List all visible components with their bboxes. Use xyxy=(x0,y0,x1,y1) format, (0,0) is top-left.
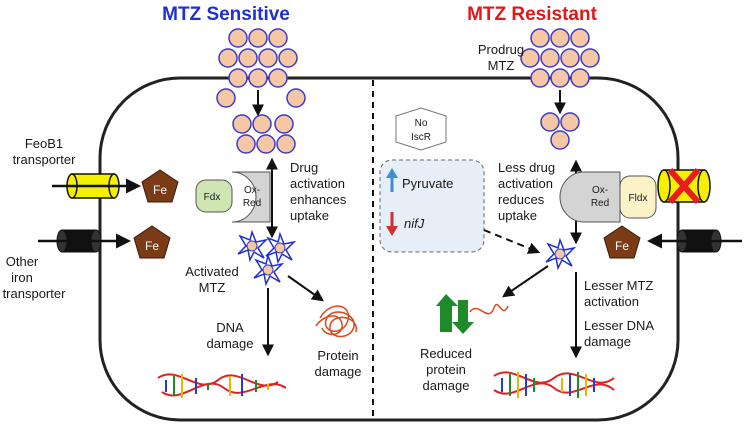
svg-text:Fdx: Fdx xyxy=(204,192,221,203)
prodrug-label-2: MTZ xyxy=(488,58,515,73)
activated-mtz-cluster xyxy=(237,229,297,287)
damaged-protein-left xyxy=(315,305,357,338)
protein-damage-2: damage xyxy=(315,364,362,379)
activated-mtz-2: MTZ xyxy=(199,280,226,295)
pyruvate-label: Pyruvate xyxy=(402,176,453,191)
lesser-dna-1: Lesser DNA xyxy=(584,318,654,333)
mtz-cluster-right xyxy=(520,28,600,150)
prodrug-label-1: Prodrug xyxy=(478,42,524,57)
protein-arrow-left xyxy=(287,275,324,302)
less-drug-2: activation xyxy=(498,176,553,191)
mtz-cluster-left xyxy=(216,28,306,154)
reduced-protein-2: protein xyxy=(426,362,466,377)
less-drug-4: uptake xyxy=(498,208,537,223)
oxred-left: Ox- Red xyxy=(231,171,271,223)
other-iron-label-3: transporter xyxy=(3,286,67,301)
oxred-right: Ox- Red xyxy=(559,171,621,223)
protein-arrow-right xyxy=(502,265,549,298)
svg-text:Fe: Fe xyxy=(153,183,167,197)
svg-text:No: No xyxy=(415,118,428,129)
fldx-protein: Fldx xyxy=(619,175,657,219)
title-sensitive: MTZ Sensitive xyxy=(162,4,290,25)
dna-damaged-left xyxy=(157,373,287,398)
svg-text:Ox-: Ox- xyxy=(592,185,608,196)
nifj-label: nifJ xyxy=(404,216,425,231)
lesser-dna-2: damage xyxy=(584,334,631,349)
feob1-label-2: transporter xyxy=(13,152,77,167)
pyruvate-up-arrow xyxy=(386,168,398,192)
other-iron-label-1: Other xyxy=(6,254,39,269)
less-drug-1: Less drug xyxy=(498,160,555,175)
feob1-label-1: FeoB1 xyxy=(25,136,63,151)
dna-intact-right xyxy=(493,371,615,398)
svg-text:Ox-: Ox- xyxy=(244,185,260,196)
reduced-activation-arrow xyxy=(483,229,541,254)
dna-damage-2: damage xyxy=(207,336,254,351)
activated-mtz-1: Activated xyxy=(185,264,238,279)
svg-text:Red: Red xyxy=(243,198,261,209)
lesser-mtz-1: Lesser MTZ xyxy=(584,278,653,293)
reduced-protein-1: Reduced xyxy=(420,346,472,361)
svg-text:Fe: Fe xyxy=(145,239,159,253)
no-iscr-box: No IscR xyxy=(395,107,447,151)
less-drug-3: reduces xyxy=(498,192,545,207)
drug-activation-1: Drug xyxy=(290,160,318,175)
drug-activation-3: enhances xyxy=(290,192,347,207)
feob1-blocked xyxy=(657,168,711,204)
other-iron-label-2: iron xyxy=(11,270,33,285)
fe-pentagon-left-1: Fe xyxy=(141,169,179,203)
fe-pentagon-left-2: Fe xyxy=(133,225,171,259)
dna-damage-1: DNA xyxy=(216,320,244,335)
svg-text:IscR: IscR xyxy=(411,132,431,143)
metabolism-box xyxy=(379,159,485,253)
cell-membrane xyxy=(98,76,680,422)
svg-text:Red: Red xyxy=(591,198,609,209)
fdx-protein: Fdx xyxy=(195,179,233,213)
svg-text:Fe: Fe xyxy=(615,239,629,253)
svg-text:Fldx: Fldx xyxy=(629,193,648,204)
lesser-mtz-2: activation xyxy=(584,294,639,309)
activated-mtz-right xyxy=(545,237,577,271)
nifj-down-arrow xyxy=(386,212,398,236)
reduced-protein-3: damage xyxy=(423,378,470,393)
fe-pentagon-right: Fe xyxy=(603,225,641,259)
title-resistant: MTZ Resistant xyxy=(467,4,598,25)
drug-activation-2: activation xyxy=(290,176,345,191)
protein-damage-1: Protein xyxy=(317,348,358,363)
drug-activation-4: uptake xyxy=(290,208,329,223)
folded-protein-right xyxy=(436,294,509,334)
